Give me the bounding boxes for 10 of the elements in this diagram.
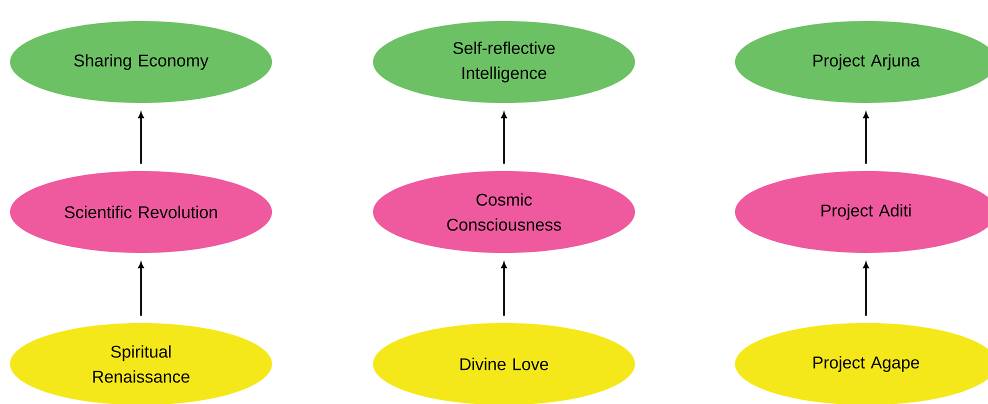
arrow xyxy=(863,262,869,316)
arrow xyxy=(501,262,507,316)
arrow xyxy=(138,112,144,164)
ellipse-node: Scientific Revolution xyxy=(10,171,272,253)
arrow xyxy=(138,262,144,316)
ellipse-node: Cosmic Consciousness xyxy=(373,171,635,253)
arrow xyxy=(501,112,507,164)
ellipse-node: Sharing Economy xyxy=(10,21,272,103)
ellipse-node: Self-reflective Intelligence xyxy=(373,21,635,103)
arrow xyxy=(863,112,869,164)
